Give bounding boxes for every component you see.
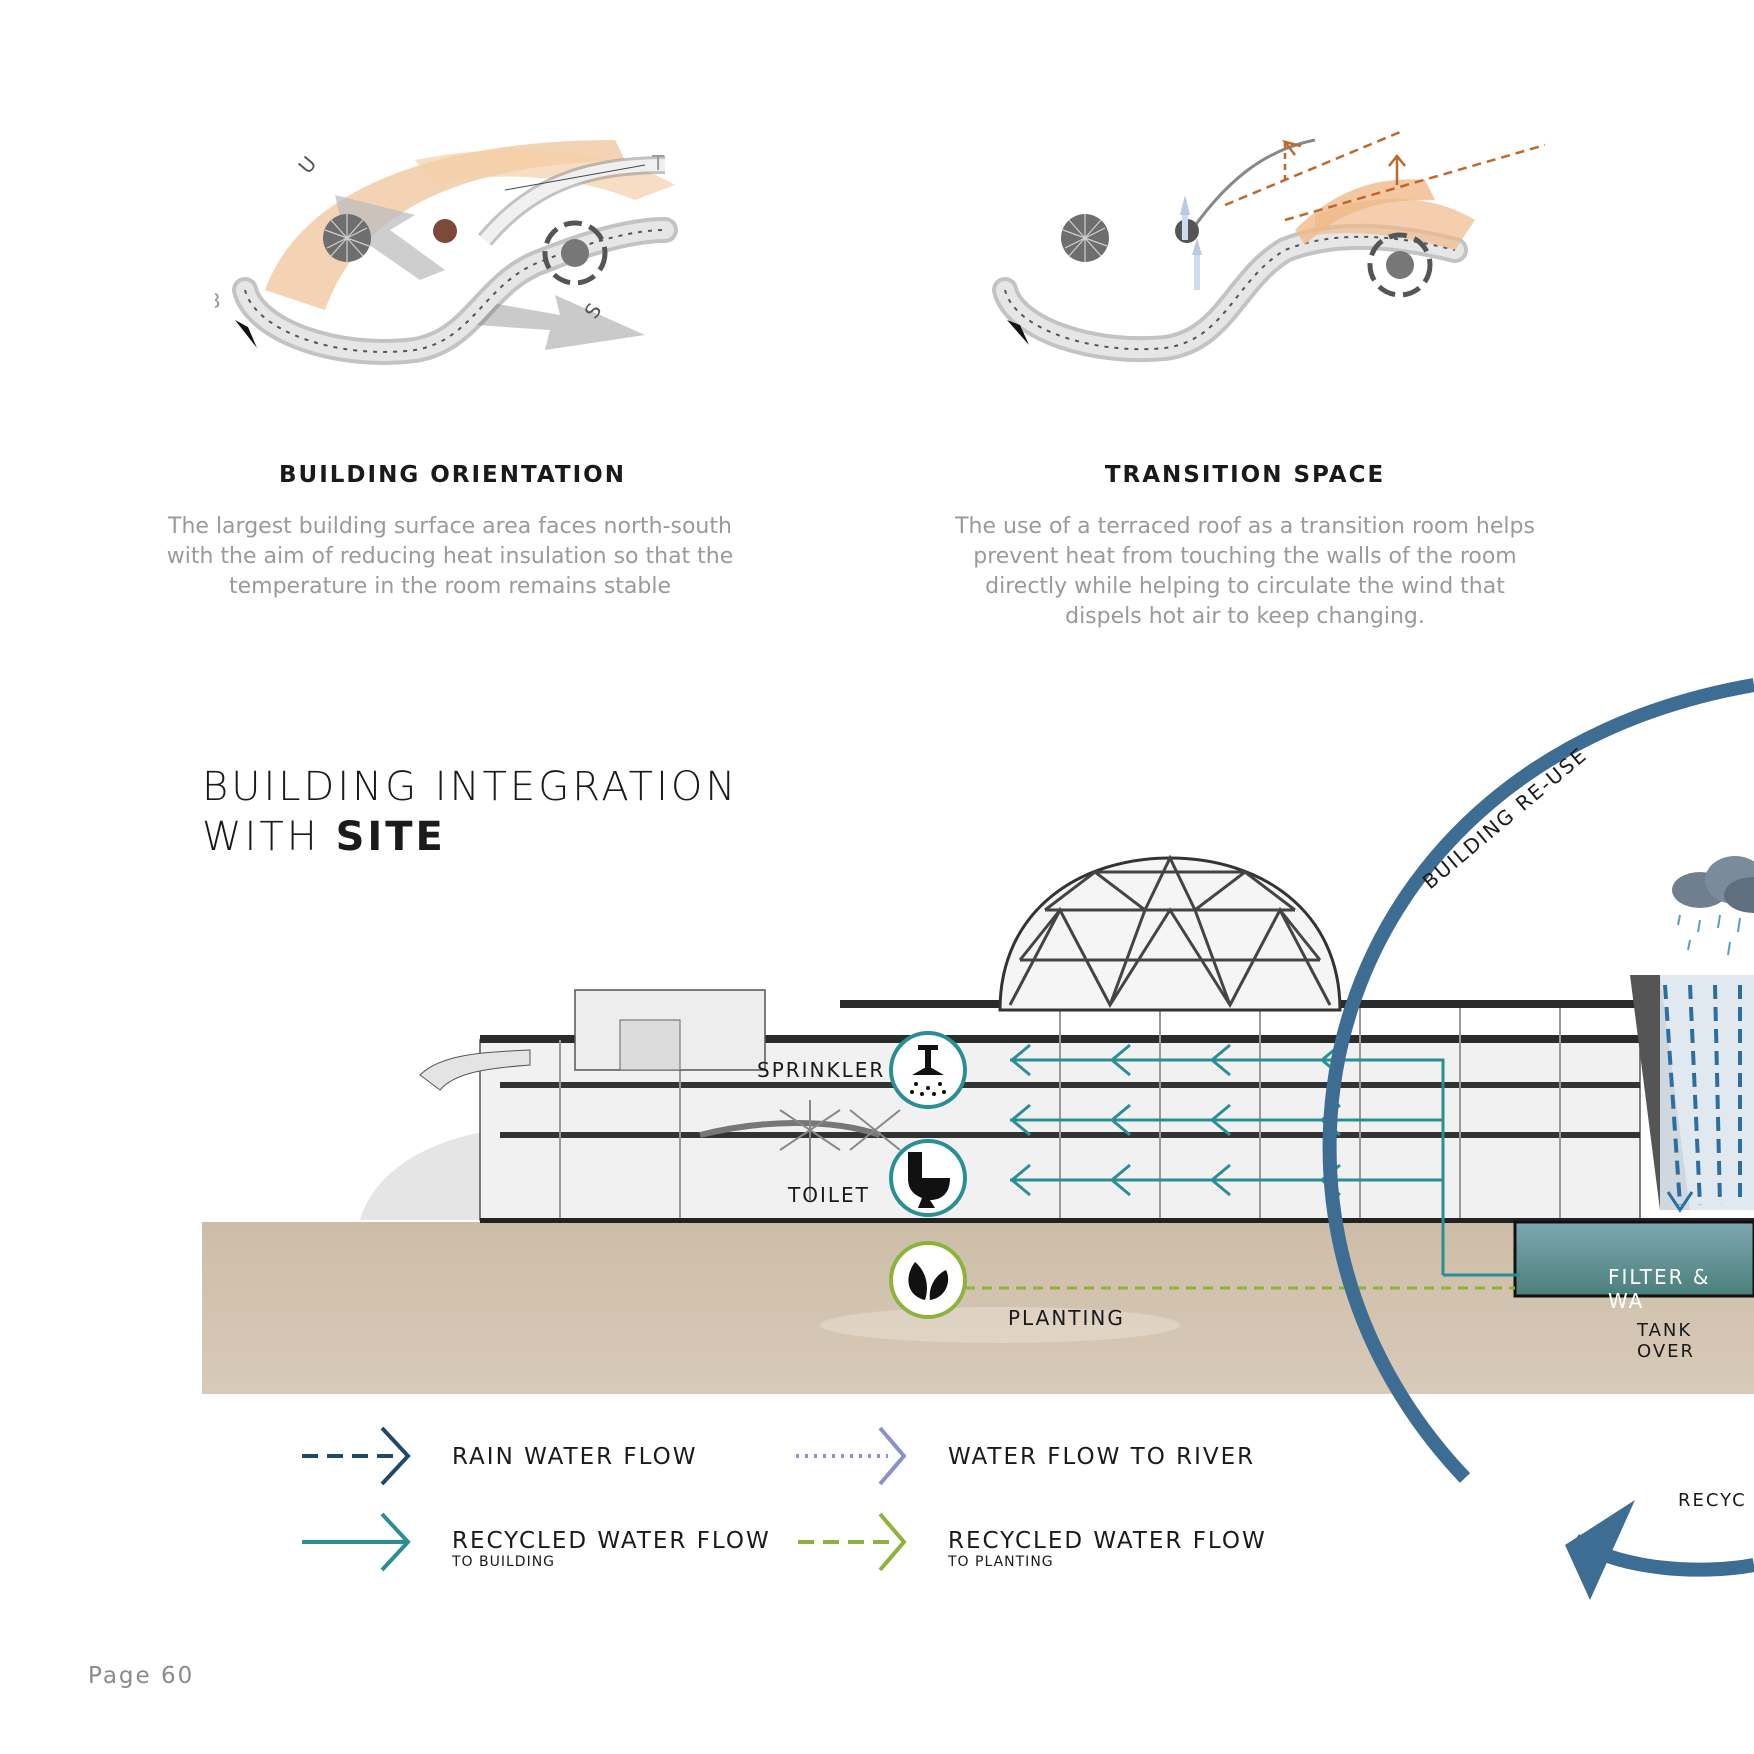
hot-air-arrow: [1224, 128, 1406, 207]
sprinkler-label: SPRINKLER: [757, 1058, 886, 1082]
integration-title-bold: SITE: [335, 814, 446, 860]
planting-label: PLANTING: [1008, 1306, 1125, 1330]
tank-label: TANK OVER: [1637, 1320, 1696, 1362]
transition-title: TRANSITION SPACE: [1104, 462, 1386, 488]
legend-recycled-planting-sub: TO PLANTING: [948, 1554, 1054, 1570]
rain-cloud-icon: [1672, 856, 1754, 913]
plaza: [542, 220, 608, 286]
compass-t: T: [651, 151, 665, 175]
filter-water-tank: [1513, 1220, 1754, 1298]
hot-air-arrow: [1284, 143, 1545, 222]
integration-title-line2: WITH SITE: [202, 814, 446, 860]
cool-air-arrow-icon: [1180, 195, 1190, 215]
integration-title: BUILDING INTEGRATION WITH SITE: [202, 762, 738, 862]
legend-recycled-building-label: RECYCLED WATER FLOW: [452, 1528, 771, 1554]
planting-icon: [889, 1241, 967, 1319]
sprinkler-icon: [889, 1031, 967, 1109]
integration-title-line1: BUILDING INTEGRATION: [202, 764, 739, 810]
north-arrow-icon: [235, 320, 257, 348]
tower: [433, 219, 457, 243]
transition-description: The use of a terraced roof as a transiti…: [955, 514, 1535, 629]
wind-arrow-north: [335, 195, 445, 280]
filter-label: FILTER & WA: [1608, 1265, 1711, 1313]
legend-rain-symbol: [302, 1426, 411, 1486]
legend-river-label: WATER FLOW TO RIVER: [948, 1444, 1256, 1470]
orientation-description: The largest building surface area faces …: [166, 514, 734, 599]
orientation-title: BUILDING ORIENTATION: [279, 462, 626, 488]
building-reuse-label: BUILDING RE-USE: [1418, 742, 1592, 894]
building-orientation-diagram: U T B S: [215, 140, 678, 365]
toilet-label: TOILET: [788, 1183, 870, 1207]
recycle-arrow-icon: [1565, 1500, 1635, 1600]
legend-symbols: [302, 1426, 907, 1572]
building-reuse-ring: [1322, 678, 1754, 1483]
legend-rain-label: RAIN WATER FLOW: [452, 1444, 698, 1470]
plaza: [1367, 232, 1433, 298]
legend-recycled-planting: RECYCLED WATER FLOW TO PLANTING: [948, 1528, 1267, 1570]
dome: [998, 856, 1342, 1012]
legend-recycled-building-sub: TO BUILDING: [452, 1554, 556, 1570]
page-number: Page 60: [88, 1663, 195, 1689]
toilet-icon: [889, 1139, 967, 1217]
legend-recycled-building: RECYCLED WATER FLOW TO BUILDING: [452, 1528, 771, 1570]
recycled-water-flow-building: [1010, 1058, 1520, 1277]
legend-recycled-planting-symbol: [798, 1512, 907, 1572]
transition-space-diagram: [992, 128, 1545, 363]
legend-recycled-building-symbol: [302, 1512, 411, 1572]
north-arrow-icon: [1007, 320, 1029, 345]
legend-recycled-planting-label: RECYCLED WATER FLOW: [948, 1528, 1267, 1554]
legend-river-symbol: [796, 1426, 907, 1486]
compass-b: B: [215, 289, 221, 313]
wind-arrow-south: [475, 295, 645, 350]
recycle-label: RECYC: [1678, 1490, 1747, 1511]
terraced-roof-shading: [1295, 179, 1435, 245]
